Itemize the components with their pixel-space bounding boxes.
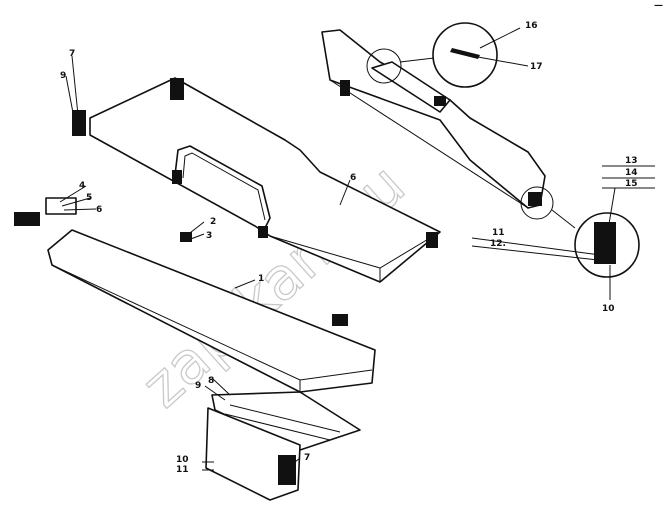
callout-3: 3 [206, 231, 212, 241]
callout-2: 2 [210, 217, 216, 227]
callout-13: 13 [625, 156, 638, 166]
leader-lines [59, 27, 655, 471]
callout-6-left: 6 [96, 205, 102, 215]
callout-7-top: 7 [69, 49, 75, 59]
guide-bar-part [321, 29, 546, 209]
callout-labels: 7 9 4 5 6 2 3 6 1 16 17 13 14 15 11 12. … [60, 1, 663, 475]
callout-9-top: 9 [60, 71, 66, 81]
callout-4: 4 [79, 181, 85, 191]
callout-10-right: 10 [602, 304, 615, 314]
callout-16: 16 [525, 21, 538, 31]
callout-5: 5 [86, 193, 92, 203]
callout-15: 15 [625, 179, 638, 189]
callout-12: 12. [490, 239, 506, 249]
callout-10-bottom: 10 [176, 455, 189, 465]
left-clip-parts [14, 110, 348, 326]
callout-8: 8 [208, 376, 214, 386]
table-top-part [47, 229, 376, 393]
rear-tray-part [89, 77, 441, 283]
callout-9-bottom: 9 [195, 381, 201, 391]
callout-7-bottom: 7 [304, 453, 310, 463]
callout-6-tray: 6 [350, 173, 356, 183]
callout-1: 1 [258, 274, 264, 284]
callout-17: 17 [530, 62, 543, 72]
lower-bracket-part [205, 391, 361, 501]
callout-11-right: 11 [492, 228, 505, 238]
corner-dash-mark: — [654, 1, 663, 11]
detail-circle-right [520, 186, 640, 278]
detail-circle-top [366, 22, 498, 88]
callout-11-bottom: 11 [176, 465, 189, 475]
callout-14: 14 [625, 168, 638, 178]
